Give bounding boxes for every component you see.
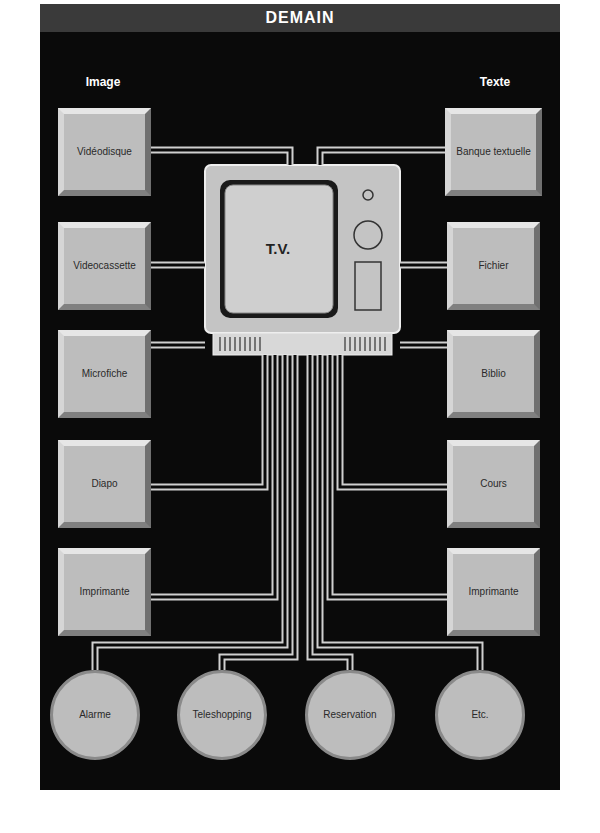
tv-set: T.V. — [205, 165, 400, 355]
node-label: Teleshopping — [193, 709, 252, 721]
node-label: Fichier — [478, 260, 508, 272]
device-box: Vidéodisque — [58, 108, 151, 196]
node-label: Imprimante — [468, 586, 518, 598]
column-heading: Image — [53, 75, 153, 89]
node-label: Etc. — [471, 709, 488, 721]
node-label: Vidéodisque — [77, 146, 132, 158]
node-label: Imprimante — [79, 586, 129, 598]
node-label: Cours — [480, 478, 507, 490]
service-circle: Etc. — [435, 670, 525, 760]
double-line-connector — [151, 265, 205, 266]
device-box: Banque textuelle — [445, 108, 542, 196]
double-line-connector — [330, 355, 447, 597]
device-box: Cours — [447, 440, 540, 528]
double-line-connector — [400, 265, 447, 266]
double-line-connector — [151, 345, 205, 346]
column-heading: Texte — [445, 75, 545, 89]
double-line-connector — [320, 150, 445, 165]
node-label: Biblio — [481, 368, 505, 380]
node-label: Diapo — [91, 478, 117, 490]
device-box: Imprimante — [58, 548, 151, 636]
service-circle: Alarme — [50, 670, 140, 760]
node-label: Banque textuelle — [456, 146, 531, 158]
node-label: Reservation — [323, 709, 376, 721]
double-line-connector — [222, 355, 295, 670]
node-label: T.V. — [222, 182, 334, 314]
double-line-connector — [340, 355, 447, 487]
device-box: Fichier — [447, 222, 540, 310]
device-box: Biblio — [447, 330, 540, 418]
service-circle: Reservation — [305, 670, 395, 760]
device-box: Imprimante — [447, 548, 540, 636]
double-line-connector — [400, 345, 447, 346]
node-label: Microfiche — [82, 368, 128, 380]
device-box: Diapo — [58, 440, 151, 528]
diagram-title: DEMAIN — [40, 4, 560, 32]
service-circle: Teleshopping — [177, 670, 267, 760]
double-line-connector — [151, 355, 265, 487]
double-line-connector — [151, 150, 290, 165]
device-box: Videocassette — [58, 222, 151, 310]
node-label: Videocassette — [73, 260, 136, 272]
double-line-connector — [310, 355, 350, 670]
device-box: Microfiche — [58, 330, 151, 418]
double-line-connector — [151, 355, 275, 597]
node-label: Alarme — [79, 709, 111, 721]
